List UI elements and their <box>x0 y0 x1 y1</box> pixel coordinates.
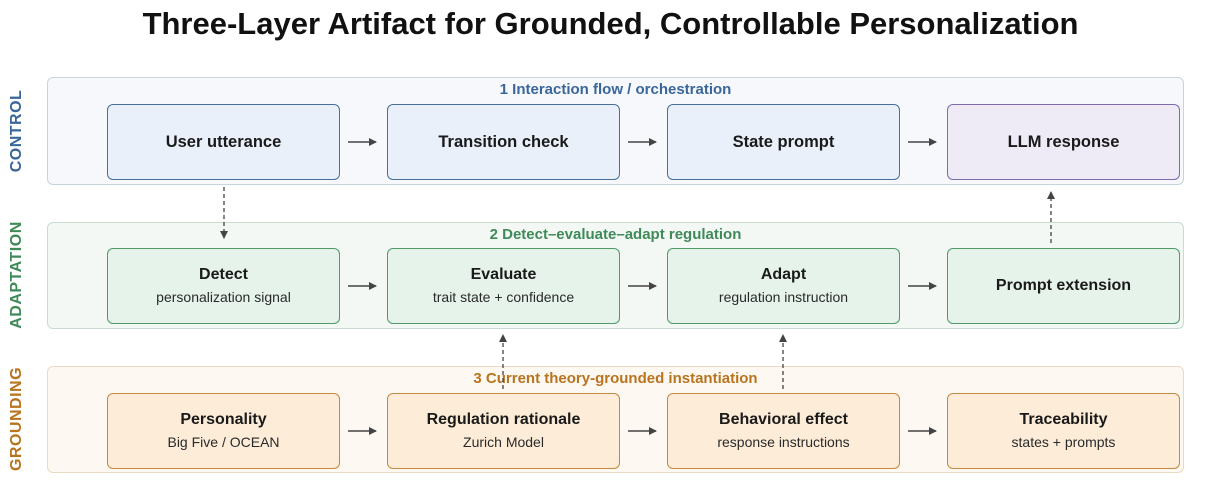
node-llm-response: LLM response <box>947 104 1180 180</box>
node-transition-check: Transition check <box>387 104 620 180</box>
diagram-title: Three-Layer Artifact for Grounded, Contr… <box>142 6 1079 41</box>
node-prompt-extension: Prompt extension <box>947 248 1180 324</box>
node-behavioral-effect: Behavioral effect response instructions <box>667 393 900 469</box>
grounding-layer-title: 3 Current theory-grounded instantiation <box>473 370 758 387</box>
node-personality: Personality Big Five / OCEAN <box>107 393 340 469</box>
node-adapt: Adapt regulation instruction <box>667 248 900 324</box>
node-user-utterance: User utterance <box>107 104 340 180</box>
node-detect: Detect personalization signal <box>107 248 340 324</box>
node-regulation-rationale: Regulation rationale Zurich Model <box>387 393 620 469</box>
node-evaluate: Evaluate trait state + confidence <box>387 248 620 324</box>
control-layer-title: 1 Interaction flow / orchestration <box>499 81 732 98</box>
node-traceability: Traceability states + prompts <box>947 393 1180 469</box>
node-state-prompt: State prompt <box>667 104 900 180</box>
adaptation-layer-title: 2 Detect–evaluate–adapt regulation <box>489 226 742 243</box>
